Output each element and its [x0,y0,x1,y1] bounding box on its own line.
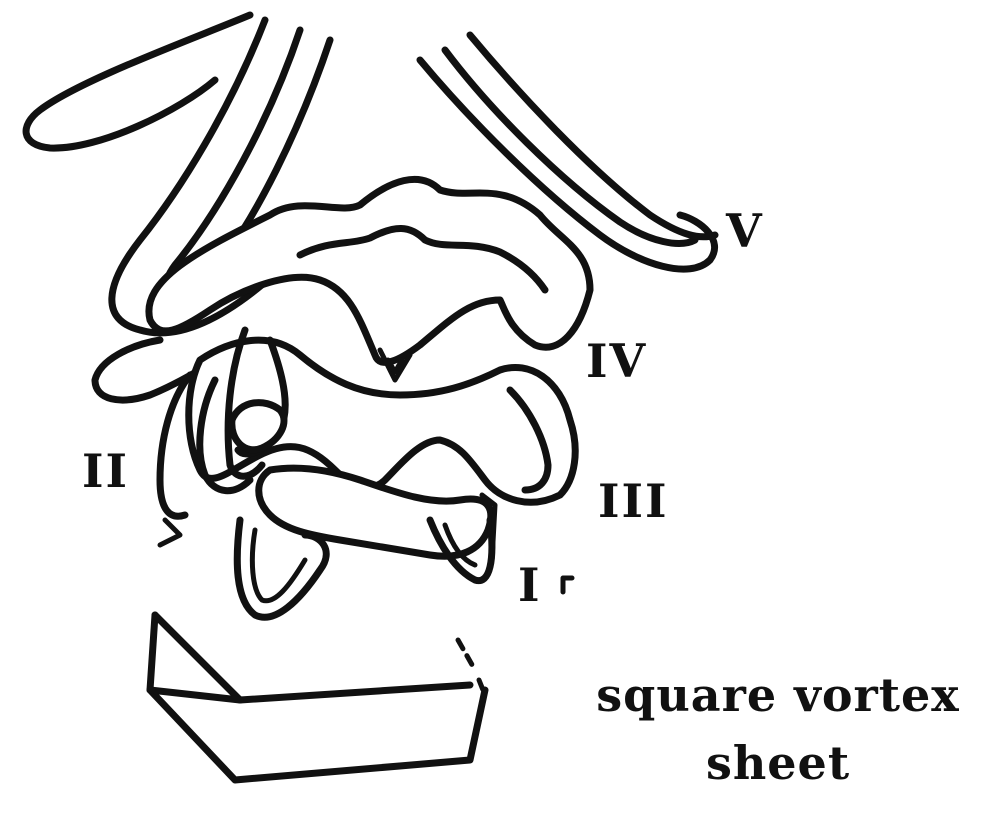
tick-mark [563,578,572,592]
label-iv: IV [586,338,647,384]
vortex-ring-i [237,468,495,617]
label-i: I [518,562,542,608]
caption-line-1: square vortex [578,672,978,718]
caption-line-2: sheet [578,740,978,786]
label-iii: III [598,478,669,524]
square-vortex-sheet [150,615,485,780]
label-ii: II [82,448,129,494]
label-v: V [726,208,764,254]
